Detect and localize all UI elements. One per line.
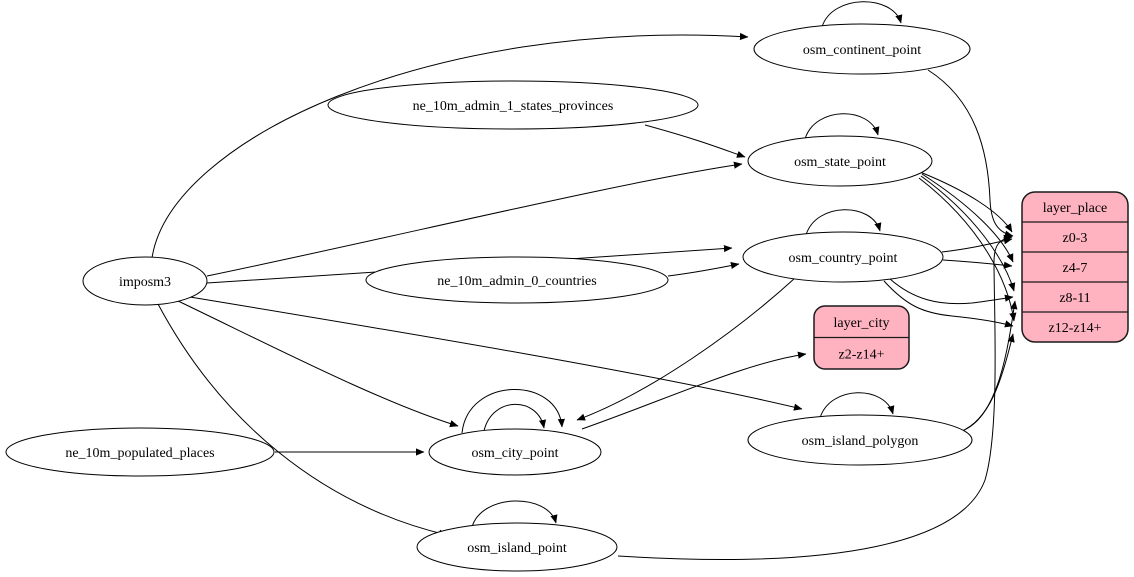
layer-city-row-z2-z14: z2-z14+: [839, 348, 885, 363]
self-loops: [461, 1, 903, 528]
city-label: osm_city_point: [471, 446, 558, 461]
layer-place-row-z12-z14: z12-z14+: [1049, 321, 1102, 336]
edge-city-layer-city: [581, 351, 807, 430]
edge-imposm3-city: [175, 299, 459, 428]
ne-places-label: ne_10m_populated_places: [65, 446, 214, 461]
node-osm-city-point: osm_city_point: [428, 428, 602, 476]
layer-city-title: layer_city: [834, 316, 890, 331]
loop-island-polygon: [819, 392, 895, 419]
node-ne-10m-admin-0-countries: ne_10m_admin_0_countries: [365, 256, 669, 304]
ne-states-label: ne_10m_admin_1_states_provinces: [413, 99, 614, 114]
continent-ellipse: [753, 23, 971, 75]
edge-ne-countries-country: [667, 261, 740, 277]
country-ellipse: [742, 231, 944, 283]
country-label: osm_country_point: [789, 251, 898, 266]
edge-country-z4-7: [942, 259, 1013, 269]
loop-island-point: [471, 500, 558, 528]
layer-place-title: layer_place: [1043, 201, 1108, 216]
node-osm-continent-point: osm_continent_point: [753, 23, 971, 75]
edge-imposm3-island-polygon: [189, 296, 803, 411]
loop-state: [804, 113, 880, 140]
edge-imposm3-continent: [151, 32, 749, 259]
ne-places-ellipse: [5, 427, 275, 477]
edge-island-polygon-z8-11: [965, 300, 1018, 430]
island-point-ellipse: [416, 522, 618, 572]
edge-island-point-z0-3: [617, 234, 1013, 560]
island-polygon-ellipse: [747, 414, 973, 466]
node-layer-place: layer_place z0-3 z4-7 z8-11 z12-z14+: [1021, 191, 1129, 343]
layer-place-row-z4-7: z4-7: [1063, 261, 1088, 276]
layer-place-row-z8-11: z8-11: [1059, 291, 1090, 306]
edge-state-z4-7: [921, 173, 1014, 263]
state-label: osm_state_point: [794, 155, 886, 170]
continent-label: osm_continent_point: [803, 43, 921, 58]
island-polygon-label: osm_island_polygon: [802, 434, 919, 449]
edge-state-z8-11: [920, 175, 1016, 292]
ne-states-ellipse: [327, 80, 699, 130]
city-ellipse: [428, 428, 602, 476]
ne-countries-label: ne_10m_admin_0_countries: [437, 274, 596, 289]
edge-country-city: [576, 277, 796, 421]
node-osm-state-point: osm_state_point: [747, 135, 933, 187]
state-ellipse: [747, 135, 933, 187]
edge-state-z0-3: [919, 171, 1013, 233]
edge-imposm3-state: [206, 161, 743, 277]
edge-country-z12-z14: [883, 280, 1014, 328]
edge-country-z8-11: [889, 278, 1014, 305]
loop-country: [805, 209, 882, 236]
edges: [151, 32, 1018, 560]
layer-place-row-z0-3: z0-3: [1063, 231, 1088, 246]
imposm3-label: imposm3: [119, 275, 171, 290]
node-imposm3: imposm3: [82, 256, 208, 306]
loop-city-inner: [483, 403, 547, 432]
imposm3-ellipse: [82, 256, 208, 306]
loop-continent: [821, 1, 903, 28]
node-layer-city: layer_city z2-z14+: [813, 305, 910, 370]
node-osm-island-point: osm_island_point: [416, 522, 618, 572]
node-ne-10m-admin-1-states-provinces: ne_10m_admin_1_states_provinces: [327, 80, 699, 130]
edge-imposm3-island-point: [157, 303, 448, 537]
edge-ne-states-state: [644, 124, 746, 158]
node-osm-country-point: osm_country_point: [742, 231, 944, 283]
node-ne-10m-populated-places: ne_10m_populated_places: [5, 427, 275, 477]
layer-place-box: [1021, 191, 1129, 343]
node-osm-island-polygon: osm_island_polygon: [747, 414, 973, 466]
edge-island-polygon-z12-z14: [959, 333, 1015, 433]
ne-countries-ellipse: [365, 256, 669, 304]
edge-continent-z0-3: [927, 69, 1014, 238]
island-point-label: osm_island_point: [467, 541, 567, 556]
loop-city-outer: [461, 389, 565, 434]
